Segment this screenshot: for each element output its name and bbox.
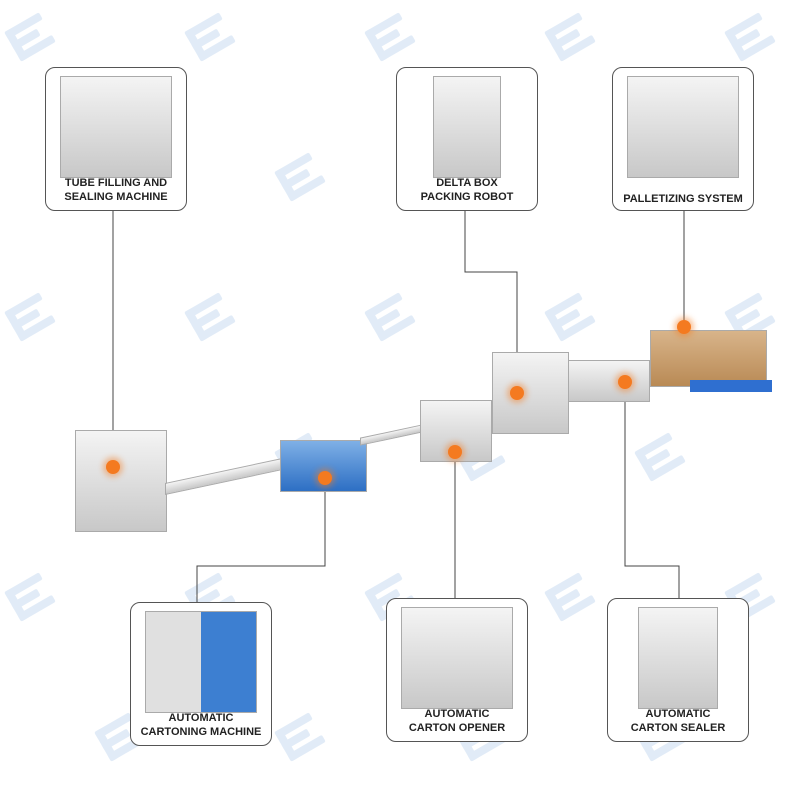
- station-delta-box: DELTA BOX PACKING ROBOT: [396, 67, 538, 211]
- station-label: DELTA BOX: [436, 177, 498, 189]
- marker-tube-filling: [106, 460, 120, 474]
- station-label: AUTOMATIC: [645, 708, 711, 720]
- marker-carton-sealer: [618, 375, 632, 389]
- marker-palletizing: [677, 320, 691, 334]
- tube-filling-machine-image: [60, 76, 172, 178]
- station-cartoning: AUTOMATIC CARTONING MACHINE: [130, 602, 272, 746]
- station-label: PACKING ROBOT: [420, 191, 514, 203]
- station-carton-opener: AUTOMATIC CARTON OPENER: [386, 598, 528, 742]
- connector-cartoning: [196, 478, 326, 602]
- marker-carton-opener: [448, 445, 462, 459]
- station-carton-sealer: AUTOMATIC CARTON SEALER: [607, 598, 749, 742]
- carton-opener-image: [401, 607, 513, 709]
- pallet-image: [690, 380, 772, 392]
- tube-filling-machine-image: [75, 430, 167, 532]
- station-label: CARTON SEALER: [630, 722, 726, 734]
- palletizer-image: [627, 76, 739, 178]
- delta-robot-image: [433, 76, 501, 178]
- connector-carton-sealer: [624, 382, 680, 598]
- connector-delta-box: [464, 210, 518, 393]
- marker-cartoning: [318, 471, 332, 485]
- delta-robot-image: [492, 352, 569, 434]
- station-label: AUTOMATIC: [168, 712, 234, 724]
- station-label: TUBE FILLING AND: [64, 177, 168, 189]
- station-label: PALLETIZING SYSTEM: [623, 193, 743, 205]
- station-label: SEALING MACHINE: [64, 191, 168, 203]
- station-label: AUTOMATIC: [424, 708, 490, 720]
- carton-sealer-image: [638, 607, 718, 709]
- carton-sealer-image: [568, 360, 650, 402]
- station-tube-filling: TUBE FILLING AND SEALING MACHINE: [45, 67, 187, 211]
- station-label: CARTONING MACHINE: [140, 726, 262, 738]
- station-palletizing: PALLETIZING SYSTEM: [612, 67, 754, 211]
- palletizer-image: [650, 330, 767, 387]
- marker-delta-box: [510, 386, 524, 400]
- cartoning-machine-image: [145, 611, 257, 713]
- station-label: CARTON OPENER: [408, 722, 506, 734]
